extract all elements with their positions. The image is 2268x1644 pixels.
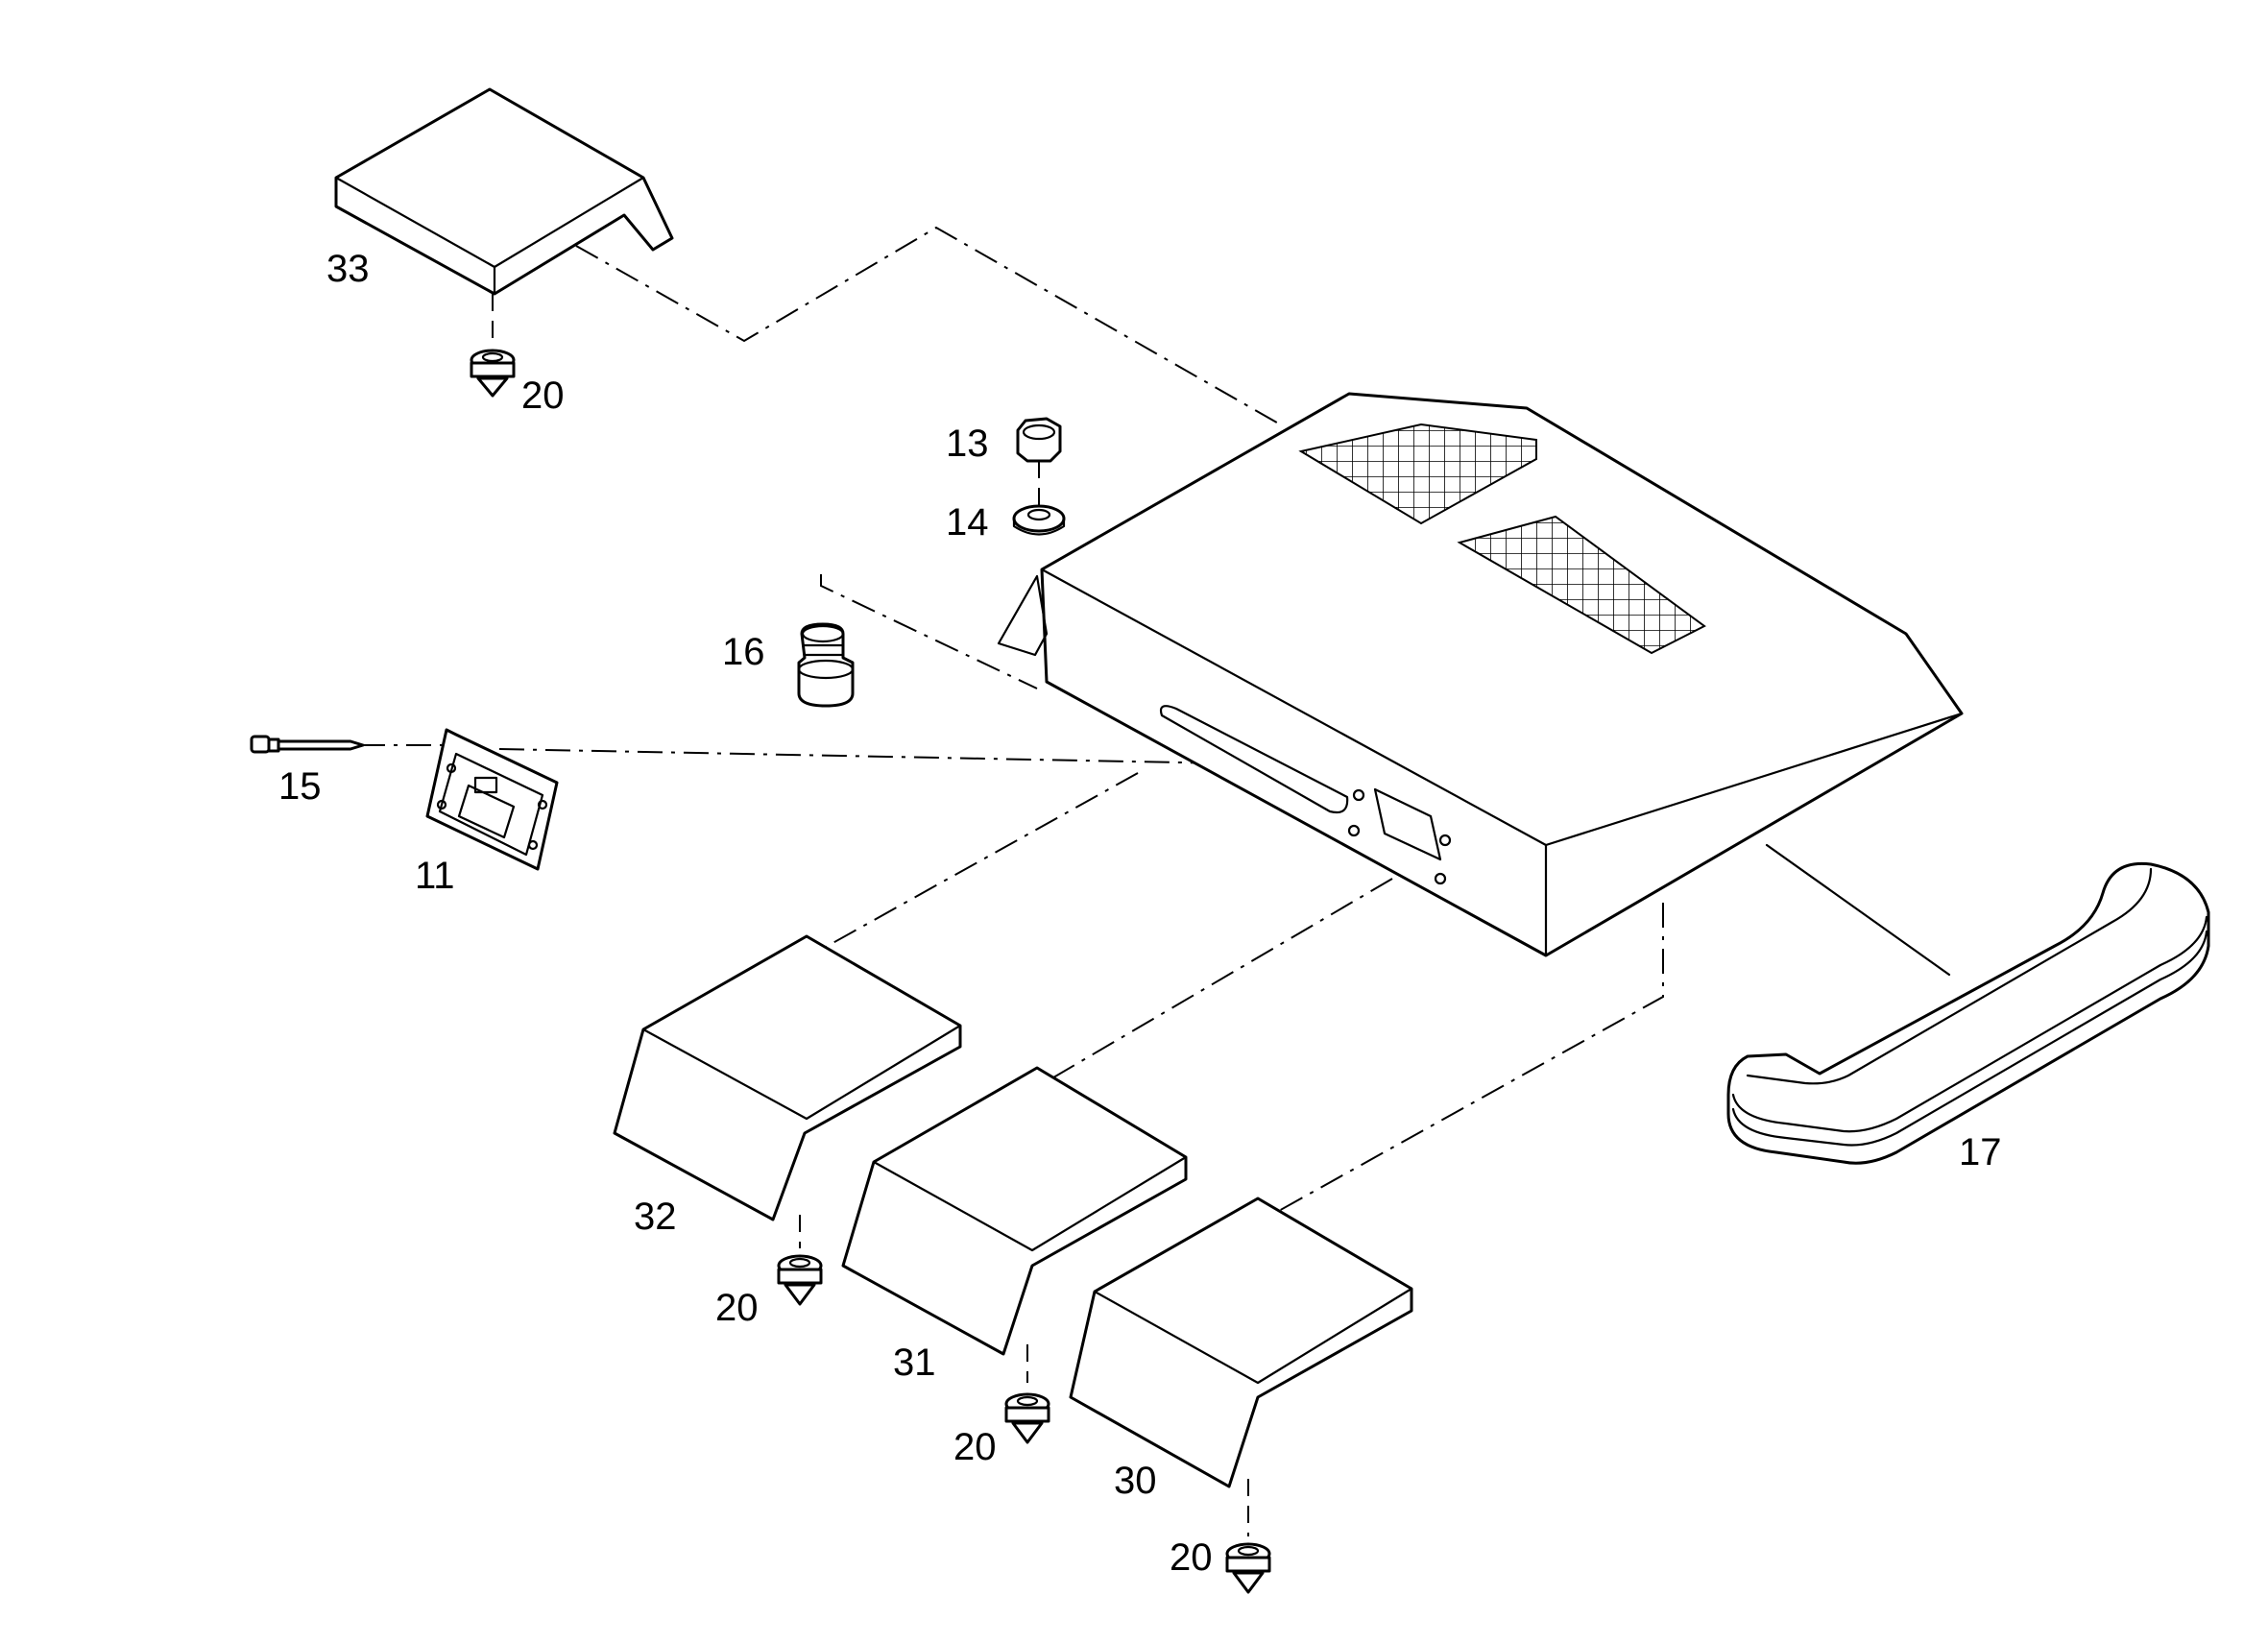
leader-17-to-hood	[1765, 843, 1951, 977]
hood-grille-2	[1457, 515, 1706, 655]
part-20-grommet-30	[1225, 1542, 1271, 1594]
hood-latch-window	[1373, 787, 1442, 861]
callout-16: 16	[722, 631, 765, 673]
hood-side-handle	[1159, 705, 1349, 814]
callout-32: 32	[634, 1196, 677, 1238]
part-16-plug	[797, 622, 855, 708]
part-20-grommet-top	[470, 349, 516, 398]
callout-20-32: 20	[715, 1287, 759, 1329]
part-31-cover-block	[841, 1066, 1188, 1356]
leader-31-to-hood	[1031, 878, 1393, 1091]
part-20-grommet-31	[1004, 1392, 1050, 1444]
callout-17: 17	[1959, 1131, 2002, 1173]
engine-hood	[997, 392, 1964, 957]
callout-30: 30	[1114, 1460, 1157, 1502]
callout-13: 13	[946, 423, 989, 465]
callout-14: 14	[946, 501, 989, 544]
leader-30-to-hood	[1259, 903, 1664, 1222]
hood-corner-tab	[997, 574, 1049, 657]
callout-20-30: 20	[1170, 1536, 1213, 1579]
leader-16-to-hood	[820, 574, 1038, 689]
part-32-cover-block	[613, 934, 962, 1221]
part-15-screw	[250, 735, 365, 754]
part-13-nut	[1016, 417, 1062, 463]
part-33-top-cover	[334, 87, 674, 296]
callout-11: 11	[415, 855, 455, 897]
leader-32-to-hood	[801, 772, 1139, 961]
hood-grille-1	[1298, 423, 1537, 525]
leader-33-to-hood	[575, 226, 1283, 426]
part-14-washer	[1012, 504, 1066, 536]
callout-20-31: 20	[953, 1426, 997, 1468]
callout-31: 31	[893, 1342, 936, 1384]
callout-15: 15	[278, 765, 322, 808]
callout-33: 33	[326, 248, 370, 290]
callout-20-top: 20	[521, 375, 565, 417]
part-20-grommet-32	[777, 1254, 823, 1306]
part-17-grip	[1726, 861, 2210, 1165]
callout-labels: 33 20 13 14 16 15 11 17 32 20 31 20 30 2…	[278, 248, 2002, 1579]
part-30-cover-block	[1069, 1197, 1413, 1488]
part-11-latch-plate	[425, 728, 559, 871]
